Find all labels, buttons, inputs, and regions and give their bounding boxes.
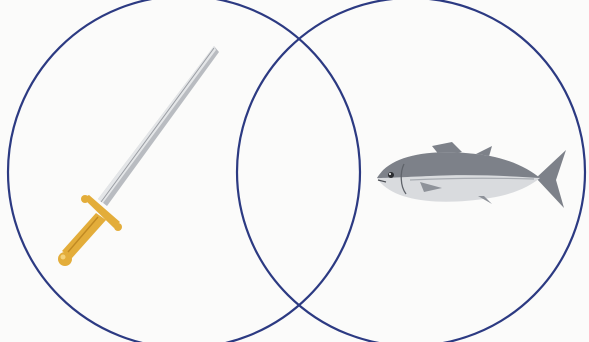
sword-guard-end-top [81,195,89,203]
sword-pommel-highlight [61,255,66,260]
fish-eye-highlight [389,173,391,175]
sword-guard-end-bottom [114,223,122,231]
fish-eye [388,172,394,178]
sword-pommel [58,252,72,266]
